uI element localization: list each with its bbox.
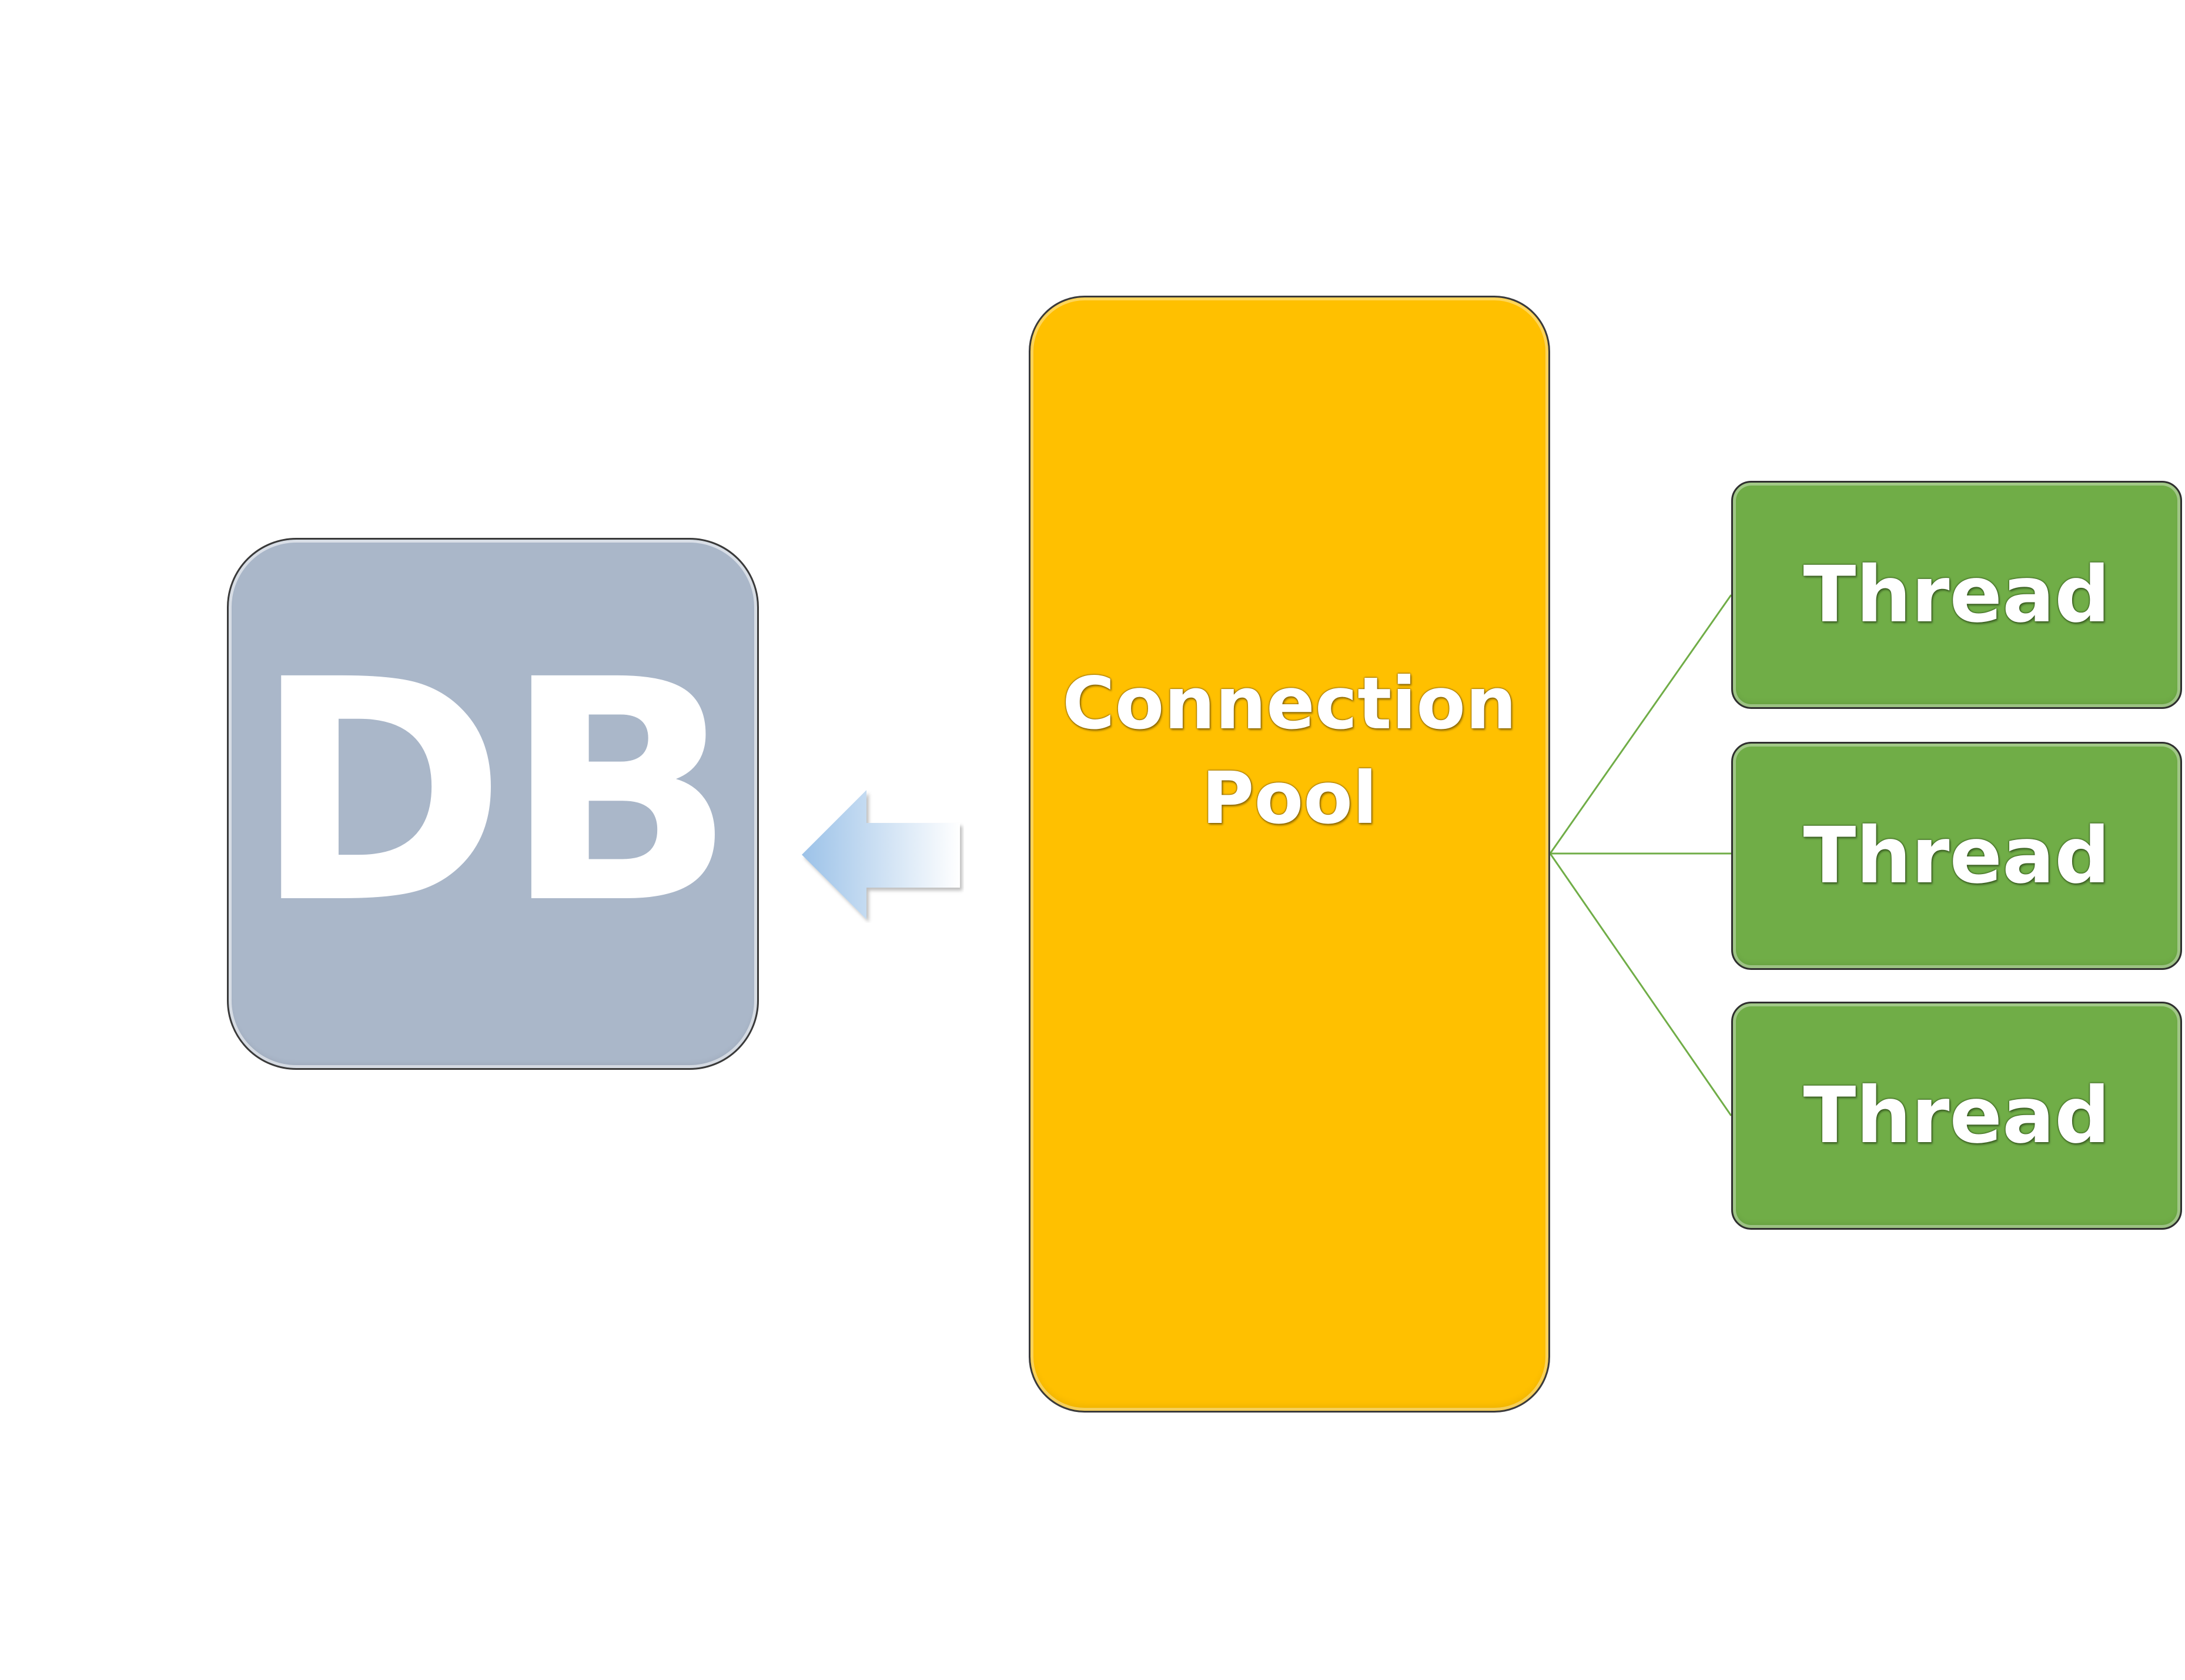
connector-thread-3 — [1549, 853, 1732, 1116]
left-arrow-icon — [802, 790, 960, 919]
thread-label: Thread — [1803, 811, 2110, 901]
db-node: DB — [227, 538, 759, 1070]
connection-pool-label: Connection Pool — [1062, 657, 1517, 846]
thread-node: Thread — [1731, 481, 2182, 709]
thread-label: Thread — [1803, 550, 2110, 640]
connection-pool-label-line2: Pool — [1202, 757, 1377, 840]
connection-pool-label-line1: Connection — [1062, 661, 1517, 745]
connection-pool-node: Connection Pool — [1029, 296, 1550, 1413]
connector-thread-1 — [1549, 594, 1732, 854]
thread-node: Thread — [1731, 742, 2182, 970]
db-label: DB — [253, 614, 737, 970]
thread-label: Thread — [1803, 1070, 2110, 1161]
thread-node: Thread — [1731, 1002, 2182, 1230]
